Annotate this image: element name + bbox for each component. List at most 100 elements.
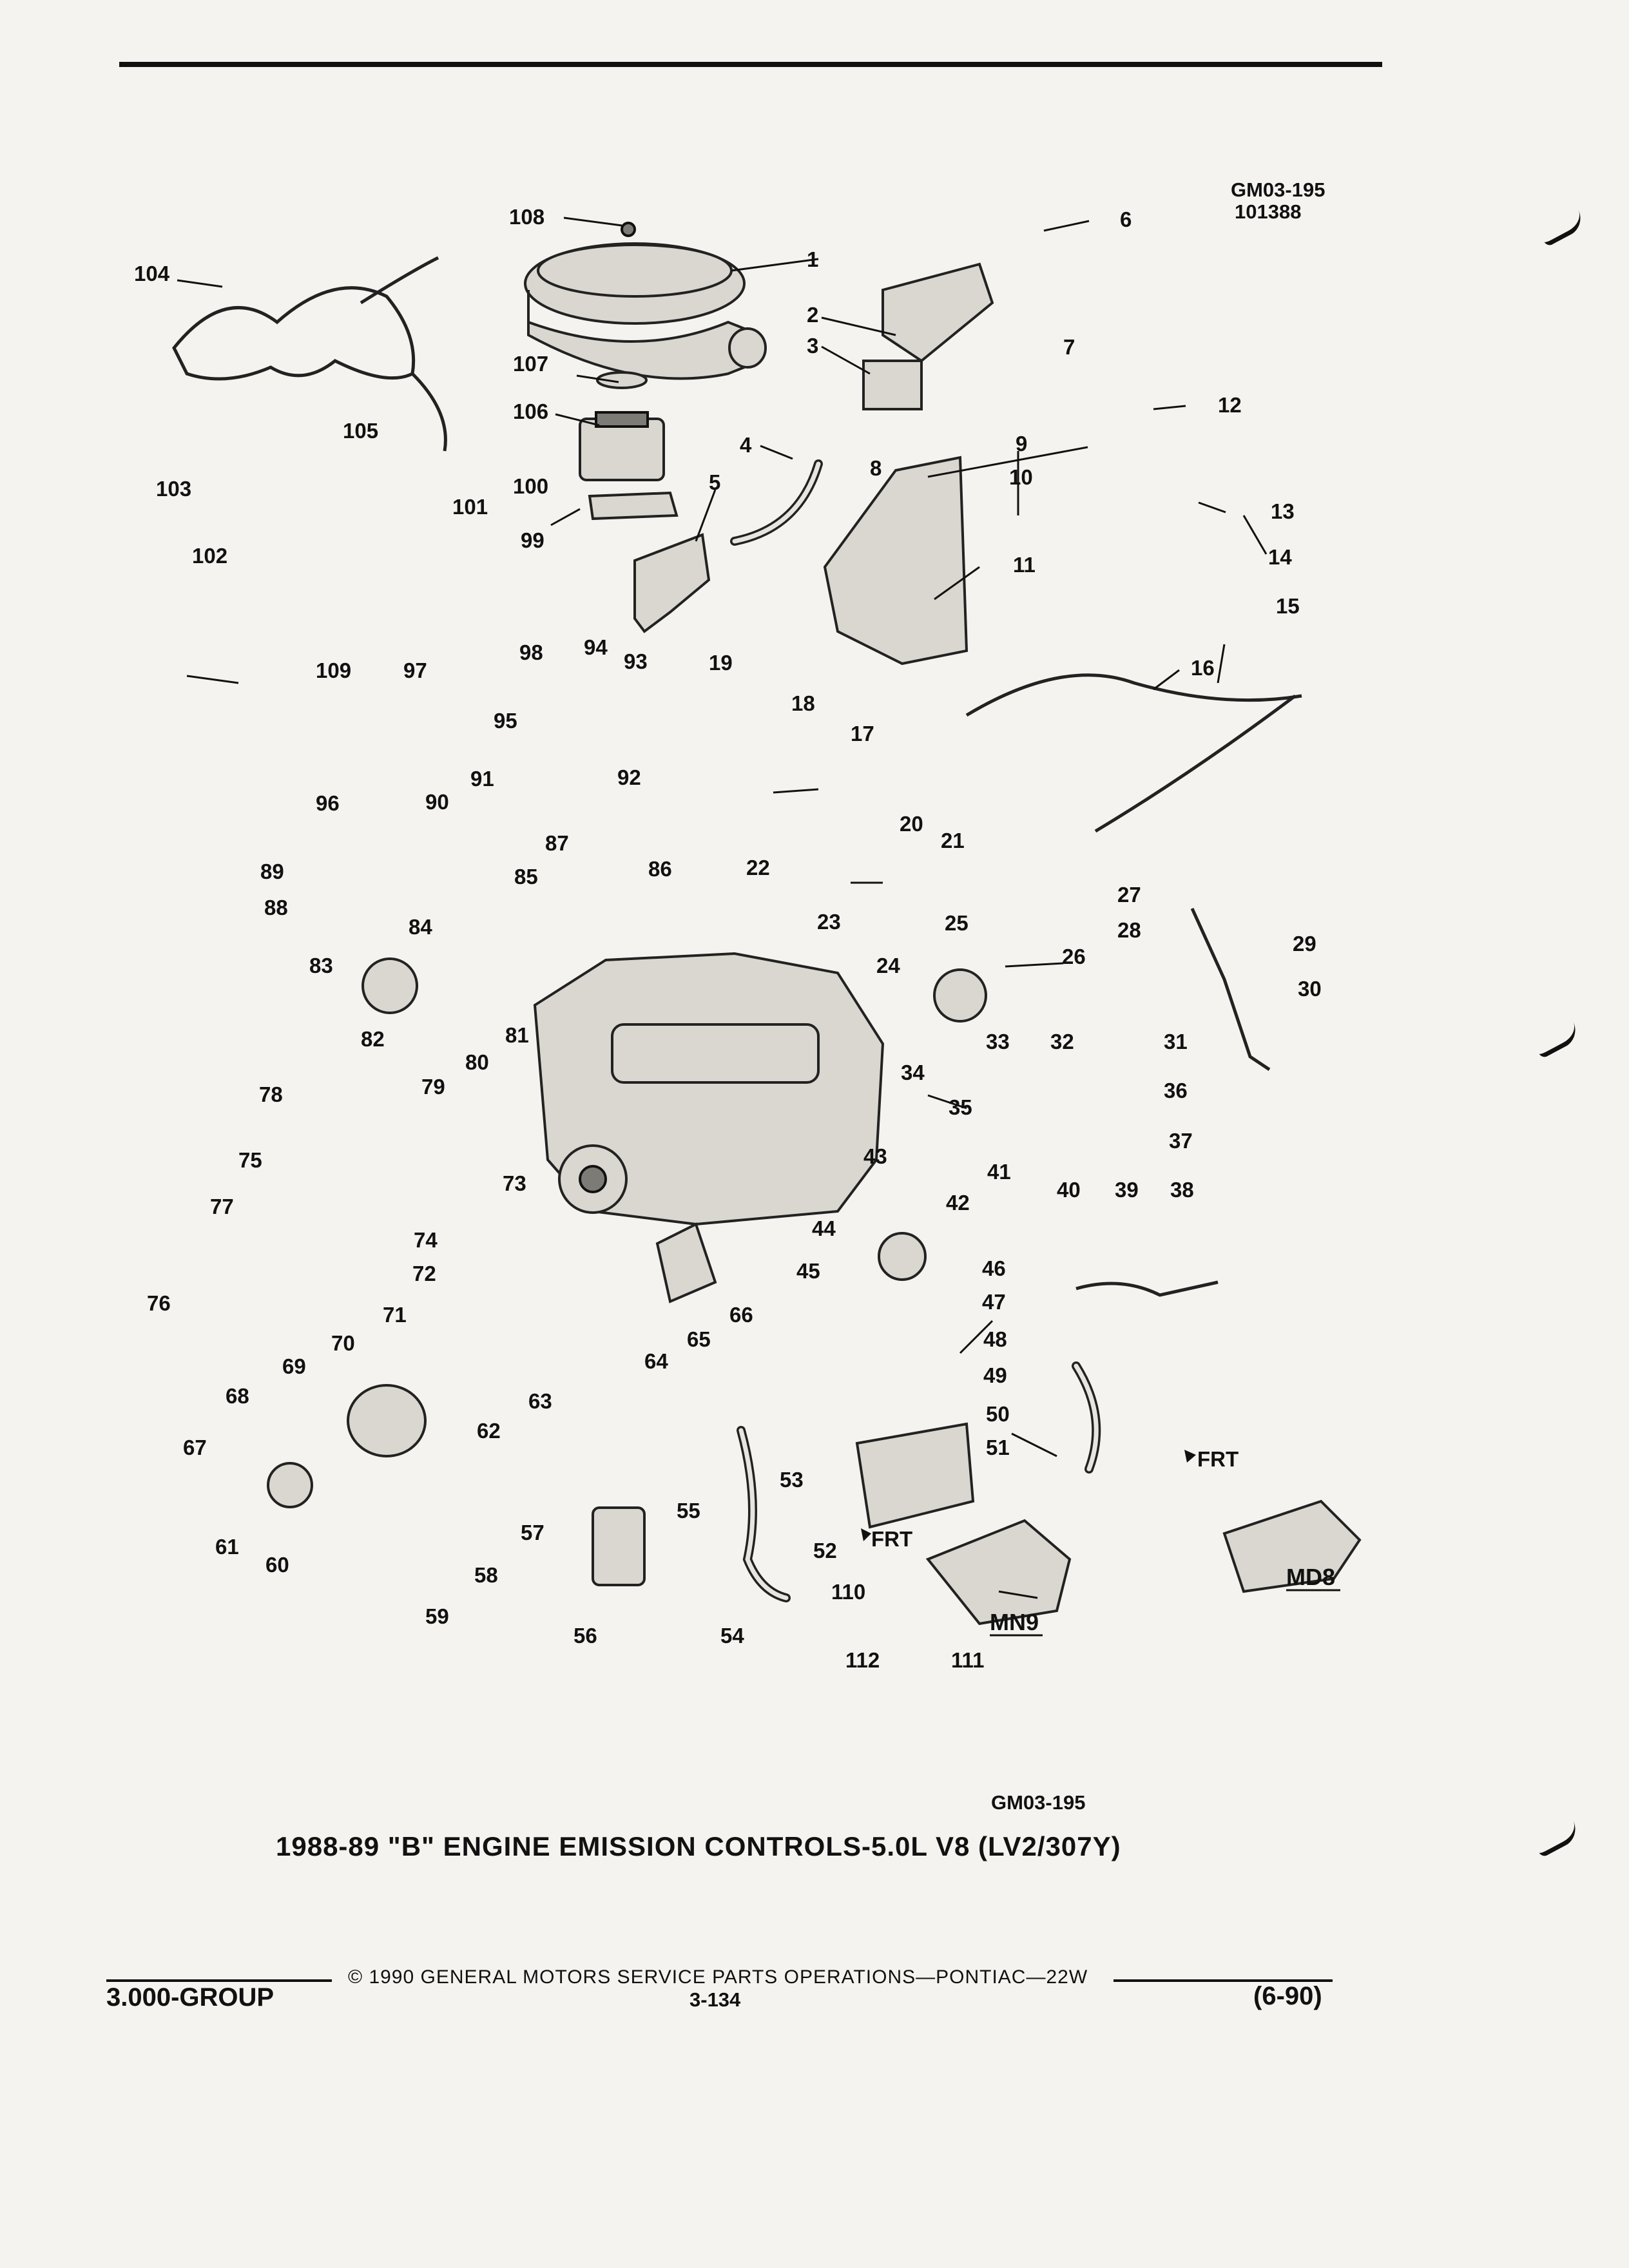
callout-34: 34 bbox=[901, 1061, 925, 1084]
callout-111: 111 bbox=[951, 1648, 984, 1672]
callout-27: 27 bbox=[1117, 883, 1141, 907]
group-label: 3.000-GROUP bbox=[106, 1983, 275, 2012]
callout-107: 107 bbox=[513, 352, 548, 376]
callout-36: 36 bbox=[1164, 1079, 1188, 1102]
callout-78: 78 bbox=[259, 1082, 283, 1106]
callout-19: 19 bbox=[709, 651, 733, 675]
carburetor bbox=[579, 411, 679, 521]
callout-6: 6 bbox=[1120, 207, 1132, 231]
callout-42: 42 bbox=[946, 1191, 970, 1215]
callout-102: 102 bbox=[192, 544, 227, 568]
figure-code: GM03-195 bbox=[991, 1791, 1086, 1814]
ecm-module bbox=[823, 262, 994, 666]
callout-94: 94 bbox=[584, 635, 608, 659]
callout-86: 86 bbox=[648, 857, 672, 881]
callout-54: 54 bbox=[720, 1624, 744, 1648]
footer-rule-left bbox=[106, 1979, 332, 1982]
callout-108: 108 bbox=[509, 205, 545, 229]
callout-60: 60 bbox=[265, 1553, 289, 1577]
callout-13: 13 bbox=[1271, 499, 1295, 523]
callout-95: 95 bbox=[494, 709, 517, 733]
callout-68: 68 bbox=[226, 1384, 249, 1408]
callout-32: 32 bbox=[1050, 1030, 1074, 1053]
callout-41: 41 bbox=[987, 1160, 1011, 1184]
callout-61: 61 bbox=[215, 1535, 239, 1559]
callout-23: 23 bbox=[817, 910, 841, 934]
direction-label-mn9: FRT bbox=[871, 1527, 912, 1551]
callout-24: 24 bbox=[876, 954, 900, 977]
air-duct-hose bbox=[633, 459, 823, 633]
callout-101: 101 bbox=[452, 495, 488, 519]
callout-22: 22 bbox=[746, 856, 770, 879]
callout-65: 65 bbox=[687, 1327, 711, 1351]
page-number: 3-134 bbox=[689, 1988, 741, 2011]
callout-98: 98 bbox=[519, 640, 543, 664]
callout-55: 55 bbox=[677, 1499, 700, 1523]
callout-20: 20 bbox=[900, 812, 923, 836]
figure-reference-code: GM03-195 bbox=[1231, 178, 1325, 201]
callout-46: 46 bbox=[982, 1256, 1006, 1280]
callout-49: 49 bbox=[983, 1363, 1007, 1387]
callout-109: 109 bbox=[316, 658, 351, 682]
callout-63: 63 bbox=[528, 1389, 552, 1413]
callout-80: 80 bbox=[465, 1050, 489, 1074]
variant-labels: MN9 MD8 FRT FRT bbox=[861, 1447, 1340, 1637]
copyright-notice: © 1990 GENERAL MOTORS SERVICE PARTS OPER… bbox=[348, 1966, 1088, 1988]
diagram-title: 1988-89 "B" ENGINE EMISSION CONTROLS-5.0… bbox=[276, 1831, 1121, 1861]
callout-83: 83 bbox=[309, 954, 333, 977]
callout-38: 38 bbox=[1170, 1178, 1194, 1202]
callout-87: 87 bbox=[545, 831, 569, 855]
callout-71: 71 bbox=[383, 1303, 407, 1327]
callout-50: 50 bbox=[986, 1402, 1010, 1426]
direction-label-md8: FRT bbox=[1197, 1447, 1239, 1471]
callout-30: 30 bbox=[1298, 977, 1322, 1001]
callout-75: 75 bbox=[238, 1148, 262, 1172]
top-rule bbox=[119, 62, 1382, 67]
callout-103: 103 bbox=[156, 477, 191, 501]
callout-112: 112 bbox=[845, 1648, 880, 1672]
callout-64: 64 bbox=[644, 1349, 668, 1373]
callout-45: 45 bbox=[796, 1259, 820, 1283]
callout-57: 57 bbox=[521, 1521, 545, 1544]
wiring-harness bbox=[172, 256, 447, 452]
callout-62: 62 bbox=[477, 1419, 501, 1443]
callout-100: 100 bbox=[513, 474, 548, 498]
callout-44: 44 bbox=[812, 1216, 836, 1240]
callout-106: 106 bbox=[513, 399, 548, 423]
callout-17: 17 bbox=[851, 722, 874, 745]
callout-73: 73 bbox=[503, 1171, 526, 1195]
callout-25: 25 bbox=[945, 911, 969, 935]
callout-21: 21 bbox=[941, 829, 965, 852]
callout-91: 91 bbox=[470, 767, 494, 791]
callout-72: 72 bbox=[412, 1262, 436, 1285]
callout-105: 105 bbox=[343, 419, 378, 443]
callout-77: 77 bbox=[210, 1195, 234, 1218]
callout-104: 104 bbox=[134, 262, 170, 285]
callout-89: 89 bbox=[260, 860, 284, 883]
variant-label-md8: MD8 bbox=[1286, 1564, 1335, 1590]
callout-39: 39 bbox=[1115, 1178, 1139, 1202]
callout-5: 5 bbox=[709, 470, 720, 494]
callout-35: 35 bbox=[949, 1095, 972, 1119]
callout-58: 58 bbox=[474, 1563, 498, 1587]
callout-51: 51 bbox=[986, 1436, 1010, 1459]
callout-7: 7 bbox=[1063, 335, 1075, 359]
callout-110: 110 bbox=[831, 1580, 865, 1604]
callout-82: 82 bbox=[361, 1027, 385, 1051]
callout-88: 88 bbox=[264, 896, 288, 919]
callout-18: 18 bbox=[791, 691, 815, 715]
callout-69: 69 bbox=[282, 1354, 306, 1378]
callout-74: 74 bbox=[414, 1228, 438, 1252]
variant-label-mn9: MN9 bbox=[990, 1609, 1039, 1635]
callout-76: 76 bbox=[147, 1291, 171, 1315]
callout-labels: 1 2 3 4 5 6 7 8 9 10 11 12 13 14 15 16 1… bbox=[134, 205, 1322, 1672]
callout-66: 66 bbox=[729, 1303, 753, 1327]
callout-leader-lines bbox=[177, 216, 1268, 1599]
callout-4: 4 bbox=[740, 433, 752, 457]
date-code: (6-90) bbox=[1253, 1982, 1322, 2010]
callout-1: 1 bbox=[807, 247, 818, 271]
callout-8: 8 bbox=[870, 456, 882, 480]
front-arrow-icon bbox=[861, 1528, 871, 1541]
callout-11: 11 bbox=[1013, 553, 1036, 577]
